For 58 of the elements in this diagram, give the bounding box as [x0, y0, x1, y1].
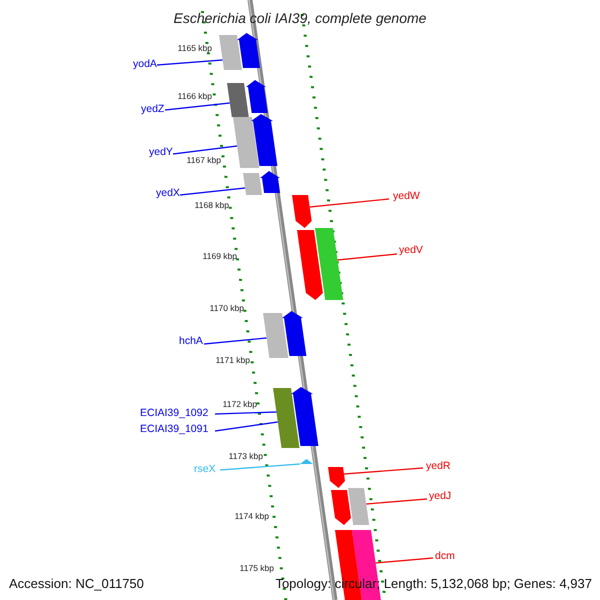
- tick-label: 1170 kbp: [208, 304, 244, 312]
- gene-label: yedZ: [141, 104, 164, 114]
- gene-label: yedR: [426, 461, 451, 472]
- gene-label: yedW: [393, 191, 420, 202]
- leader-line: [180, 187, 246, 196]
- tick-label: 1167 kbp: [186, 156, 221, 164]
- tick-label: 1169 kbp: [202, 252, 237, 260]
- leader-line: [337, 253, 398, 261]
- triangle-marker: [300, 459, 313, 464]
- leader-line: [214, 421, 278, 432]
- leader-line: [164, 102, 230, 111]
- leader-line: [376, 557, 434, 564]
- gene-bar: [263, 313, 288, 358]
- gene-feature: [251, 114, 278, 166]
- leader-line: [172, 145, 238, 155]
- gene-label: hchA: [179, 336, 203, 346]
- gene-bar: [233, 117, 260, 168]
- title: Escherichia coli IAI39, complete genome: [172, 11, 428, 25]
- gene-bar: [219, 35, 242, 70]
- leader-line: [204, 337, 267, 345]
- tick-label: 1174 kbp: [234, 512, 269, 520]
- gene-label: yedJ: [429, 491, 452, 502]
- gene-label: yedY: [149, 147, 173, 158]
- leader-line: [344, 467, 424, 475]
- gene-label: ECIAI39_1091: [140, 424, 208, 434]
- gene-label: yodA: [133, 59, 157, 70]
- gene-feature: [237, 33, 260, 68]
- tick-label: 1165 kbp: [176, 44, 212, 52]
- tick-label: 1173 kbp: [228, 452, 263, 460]
- leader-line: [366, 498, 428, 505]
- gene-feature: [331, 490, 351, 525]
- gene-bar: [273, 388, 300, 448]
- map-info: Accession: NC_011750: [9, 577, 144, 590]
- gene-label: rseX: [194, 464, 216, 474]
- tick-label: 1166 kbp: [176, 92, 212, 100]
- gene-bar: [243, 173, 262, 195]
- gene-bar: [315, 228, 344, 300]
- gene-feature: [260, 171, 280, 193]
- gene-label: ECIAI39_1092: [140, 408, 208, 418]
- leader-line: [220, 463, 300, 471]
- gene-feature: [297, 230, 323, 300]
- gene-bar: [227, 83, 249, 117]
- tick-label: 1175 kbp: [238, 564, 274, 572]
- tick-label: 1168 kbp: [194, 201, 229, 210]
- gene-bar: [348, 488, 370, 525]
- gene-label: yedX: [156, 188, 180, 198]
- leader-line: [214, 411, 276, 415]
- gene-label: dcm: [435, 551, 455, 562]
- tick-label: 1171 kbp: [214, 356, 250, 364]
- gene-feature: [291, 387, 318, 446]
- gene-feature: [246, 80, 268, 113]
- leader-line: [310, 198, 390, 208]
- map-info: Topology: circular; Length: 5,132,068 bp; Genes: 4,937: [275, 577, 592, 590]
- gene-feature: [292, 195, 312, 228]
- gene-feature: [328, 467, 345, 488]
- gene-label: yedV: [399, 245, 423, 256]
- tick-label: 1172 kbp: [222, 400, 257, 408]
- gene-feature: [282, 311, 306, 356]
